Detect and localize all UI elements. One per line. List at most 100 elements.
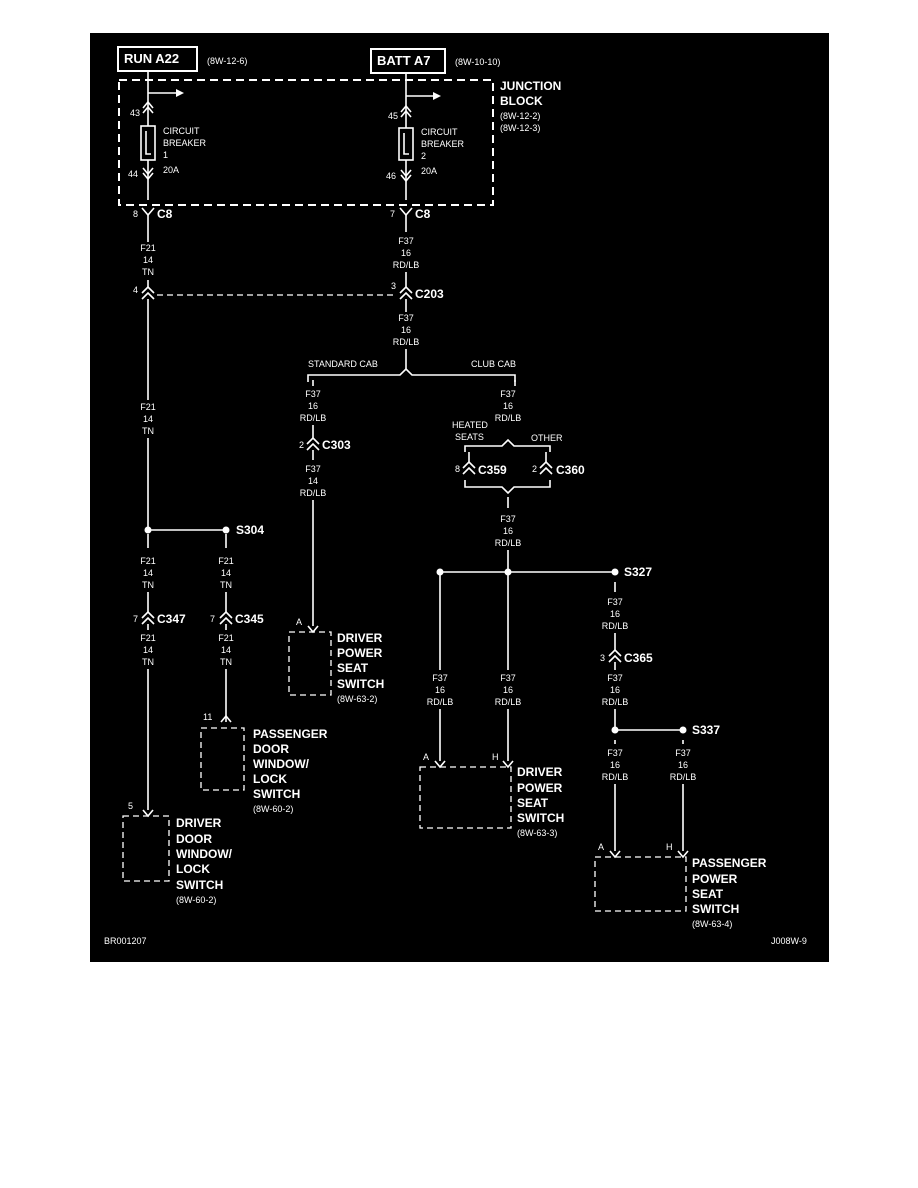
svg-text:RD/LB: RD/LB <box>670 772 697 782</box>
c8-label: C8 <box>415 207 431 221</box>
svg-text:PASSENGER: PASSENGER <box>253 727 328 741</box>
svg-text:4: 4 <box>133 285 138 295</box>
circuit-breaker-1-icon <box>140 125 156 161</box>
cb2-line1: CIRCUIT <box>421 127 458 137</box>
svg-text:F21: F21 <box>140 633 156 643</box>
c359-label: C359 <box>478 463 507 477</box>
svg-text:LOCK: LOCK <box>176 862 210 876</box>
driver-power-seat-switch-std: A DRIVER POWER SEAT SWITCH (8W-63-2) <box>288 617 384 704</box>
wire-label-f21: F21 14 TN <box>218 556 234 590</box>
svg-text:POWER: POWER <box>692 872 738 886</box>
svg-text:RD/LB: RD/LB <box>300 488 327 498</box>
svg-text:14: 14 <box>143 645 153 655</box>
svg-text:RD/LB: RD/LB <box>495 413 522 423</box>
svg-text:7: 7 <box>210 614 215 624</box>
connector-c347: 7 C347 <box>133 610 186 626</box>
run-a22-ref: (8W-12-6) <box>207 56 247 66</box>
svg-text:F37: F37 <box>607 748 623 758</box>
svg-text:14: 14 <box>221 645 231 655</box>
svg-text:16: 16 <box>401 248 411 258</box>
connector-c345: 7 C345 <box>210 610 264 626</box>
svg-text:DOOR: DOOR <box>176 832 212 846</box>
svg-text:16: 16 <box>308 401 318 411</box>
svg-text:16: 16 <box>610 685 620 695</box>
svg-text:SWITCH: SWITCH <box>176 878 223 892</box>
svg-text:TN: TN <box>142 267 154 277</box>
wire-label-f37: F37 16 RD/LB <box>495 389 522 423</box>
splice-s327: S327 <box>436 565 652 579</box>
svg-text:11: 11 <box>203 712 212 722</box>
svg-text:RD/LB: RD/LB <box>602 772 629 782</box>
svg-text:3: 3 <box>600 653 605 663</box>
svg-text:F37: F37 <box>500 389 516 399</box>
svg-text:SWITCH: SWITCH <box>337 677 384 691</box>
wire-label-f37: F37 16 RD/LB <box>427 673 454 707</box>
svg-text:2: 2 <box>299 440 304 450</box>
club-cab-label: CLUB CAB <box>471 359 516 369</box>
svg-text:SWITCH: SWITCH <box>517 811 564 825</box>
svg-text:SWITCH: SWITCH <box>692 902 739 916</box>
wire-label-f37: F37 16 RD/LB <box>602 673 629 707</box>
seat-option-branch: HEATED SEATS OTHER <box>452 420 563 462</box>
passenger-power-seat-switch: A H PASSENGER POWER SEAT SWITCH (8W-63-4… <box>594 842 767 929</box>
s337-label: S337 <box>692 723 720 737</box>
cb2-num: 2 <box>421 151 426 161</box>
svg-text:TN: TN <box>142 580 154 590</box>
svg-text:RD/LB: RD/LB <box>495 697 522 707</box>
junction-block-title-2: BLOCK <box>500 94 543 108</box>
wire-label-f37: F37 16 RD/LB <box>495 514 522 548</box>
svg-text:14: 14 <box>143 255 153 265</box>
driver-power-seat-switch-club: A H DRIVER POWER SEAT SWITCH (8W-63-3) <box>419 752 564 838</box>
cb1-rating: 20A <box>163 165 179 175</box>
svg-text:F21: F21 <box>140 402 156 412</box>
svg-text:F37: F37 <box>675 748 691 758</box>
wire-label-f37: F37 16 RD/LB <box>670 748 697 782</box>
svg-text:SEAT: SEAT <box>692 887 724 901</box>
svg-text:DOOR: DOOR <box>253 742 289 756</box>
heated-seats-label-1: HEATED <box>452 420 488 430</box>
c365-label: C365 <box>624 651 653 665</box>
passenger-door-window-lock-switch: 11 PASSENGER DOOR WINDOW/ LOCK SWITCH (8… <box>200 712 328 814</box>
svg-text:DRIVER: DRIVER <box>337 631 383 645</box>
svg-text:TN: TN <box>220 580 232 590</box>
wire-label-f37: F37 16 RD/LB <box>300 389 327 423</box>
svg-text:16: 16 <box>678 760 688 770</box>
cb1-pin-in: 43 <box>130 108 140 118</box>
wire-label-f21: F21 14 TN <box>218 633 234 667</box>
heated-seats-label-2: SEATS <box>455 432 484 442</box>
svg-text:8: 8 <box>133 209 138 219</box>
c8-label: C8 <box>157 207 173 221</box>
batt-a7-box: BATT A7 (8W-10-10) <box>370 48 500 74</box>
junction-block-ref-1: (8W-12-2) <box>500 111 540 121</box>
s304-label: S304 <box>236 523 264 537</box>
svg-text:H: H <box>492 752 499 762</box>
cb2-line2: BREAKER <box>421 139 465 149</box>
sheet-id: BR001207 <box>104 936 147 946</box>
svg-text:16: 16 <box>503 401 513 411</box>
svg-text:F37: F37 <box>500 673 516 683</box>
svg-text:RD/LB: RD/LB <box>393 337 420 347</box>
other-label: OTHER <box>531 433 563 443</box>
svg-text:LOCK: LOCK <box>253 772 287 786</box>
connector-male-icon <box>142 167 154 181</box>
wire-label-f37: F37 16 RD/LB <box>393 236 420 270</box>
wire-label-f37-14: F37 14 RD/LB <box>300 464 327 498</box>
svg-text:RD/LB: RD/LB <box>300 413 327 423</box>
svg-text:SWITCH: SWITCH <box>253 787 300 801</box>
svg-text:(8W-60-2): (8W-60-2) <box>253 804 293 814</box>
svg-text:16: 16 <box>435 685 445 695</box>
batt-a7-ref: (8W-10-10) <box>455 57 500 67</box>
run-a22-label: RUN A22 <box>124 51 179 66</box>
svg-text:TN: TN <box>220 657 232 667</box>
junction-block-title-1: JUNCTION <box>500 79 561 93</box>
svg-text:POWER: POWER <box>337 646 383 660</box>
connector-c359: 8 C359 <box>455 460 507 477</box>
svg-text:F37: F37 <box>398 236 414 246</box>
svg-text:H: H <box>666 842 673 852</box>
svg-text:A: A <box>296 617 302 627</box>
svg-text:RD/LB: RD/LB <box>393 260 420 270</box>
svg-text:16: 16 <box>610 760 620 770</box>
c303-label: C303 <box>322 438 351 452</box>
svg-text:16: 16 <box>401 325 411 335</box>
